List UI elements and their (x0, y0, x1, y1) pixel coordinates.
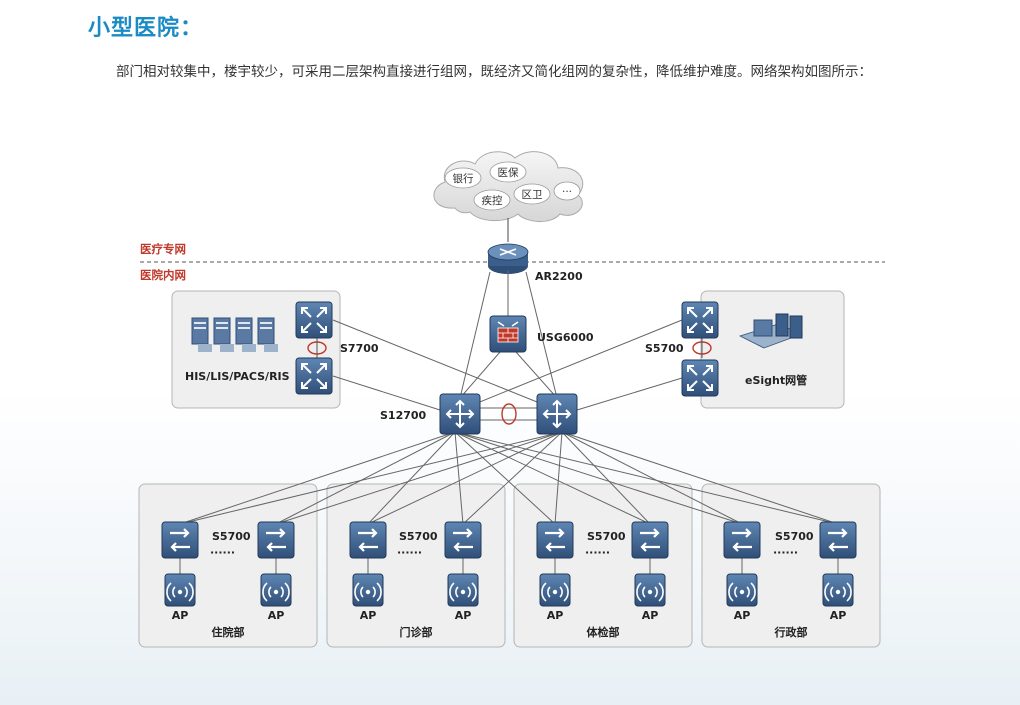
zone-label-external: 医疗专网 (140, 242, 186, 256)
servers-label: HIS/LIS/PACS/RIS (185, 370, 290, 383)
access-switch-label-inpatient: S5700 (212, 530, 251, 543)
cloud-item-more: ··· (562, 186, 572, 198)
stack-ring-core (501, 403, 517, 425)
ap-label: AP (172, 609, 189, 622)
svg-text:······: ······ (773, 546, 798, 559)
department-box-outpatient (326, 483, 506, 648)
management-zone-box (700, 290, 845, 409)
ap-inpatient-1-icon (164, 573, 196, 607)
ellipsis-dots: ······ ······ ······ ······ (210, 546, 798, 559)
access-switch-admin-1 (722, 520, 762, 560)
core-switch-label: S12700 (380, 409, 427, 422)
access-switch-inpatient-2 (256, 520, 296, 560)
ap-admin-2-icon (822, 573, 854, 607)
s5700-agg-top-icon (681, 301, 719, 339)
access-switch-label-admin: S5700 (775, 530, 814, 543)
cloud-item-bank: 银行 (453, 172, 474, 185)
firewall-label: USG6000 (537, 331, 594, 344)
ap-label: AP (642, 609, 659, 622)
ap-outpatient-1-icon (352, 573, 384, 607)
firewall-icon (489, 315, 527, 353)
access-switch-outpatient-1 (348, 520, 388, 560)
management-console-icon (738, 313, 804, 349)
ap-outpatient-2-icon (447, 573, 479, 607)
page-title: 小型医院： (88, 16, 204, 41)
department-name-checkup: 体检部 (587, 625, 620, 639)
core-switch-left-icon (439, 393, 481, 435)
ap-admin-1-icon (726, 573, 758, 607)
ap-checkup-2-icon (634, 573, 666, 607)
ap-label: AP (455, 609, 472, 622)
s5700-agg-label: S5700 (645, 342, 684, 355)
access-switch-outpatient-2 (443, 520, 483, 560)
ap-checkup-1-icon (539, 573, 571, 607)
router-label: AR2200 (535, 270, 583, 283)
medical-network-cloud: 银行 医保 疾控 区卫 ··· (433, 151, 584, 222)
s7700-label: S7700 (340, 342, 379, 355)
zone-label-internal: 医院内网 (140, 268, 186, 282)
s7700-bottom-icon (295, 357, 333, 395)
access-switch-inpatient-1 (160, 520, 200, 560)
s7700-top-icon (295, 301, 333, 339)
ap-label: AP (547, 609, 564, 622)
access-switch-admin-2 (818, 520, 858, 560)
access-switch-label-checkup: S5700 (587, 530, 626, 543)
svg-text:······: ······ (397, 546, 422, 559)
ap-label: AP (734, 609, 751, 622)
network-links (179, 270, 839, 574)
ap-inpatient-2-icon (260, 573, 292, 607)
management-label: eSight网管 (745, 373, 807, 387)
department-name-admin: 行政部 (774, 625, 808, 639)
svg-text:······: ······ (210, 546, 235, 559)
s5700-agg-bottom-icon (681, 359, 719, 397)
department-name-inpatient: 住院部 (212, 625, 245, 639)
cloud-item-insurance: 医保 (498, 166, 519, 179)
department-box-checkup (513, 483, 693, 648)
svg-text:······: ······ (585, 546, 610, 559)
access-switch-label-outpatient: S5700 (399, 530, 438, 543)
ap-label: AP (268, 609, 285, 622)
access-switch-checkup-2 (630, 520, 670, 560)
ap-label: AP (360, 609, 377, 622)
ap-label: AP (830, 609, 847, 622)
server-rack-icon (191, 317, 278, 352)
cloud-item-district-health: 区卫 (522, 189, 543, 201)
department-name-outpatient: 门诊部 (400, 625, 433, 639)
core-switch-right-icon (536, 393, 578, 435)
router-icon (487, 243, 529, 274)
access-switch-checkup-1 (535, 520, 575, 560)
cloud-item-cdc: 疾控 (482, 194, 503, 207)
page-description: 部门相对较集中，楼宇较少，可采用二层架构直接进行组网，既经济又简化组网的复杂性，… (116, 64, 872, 80)
